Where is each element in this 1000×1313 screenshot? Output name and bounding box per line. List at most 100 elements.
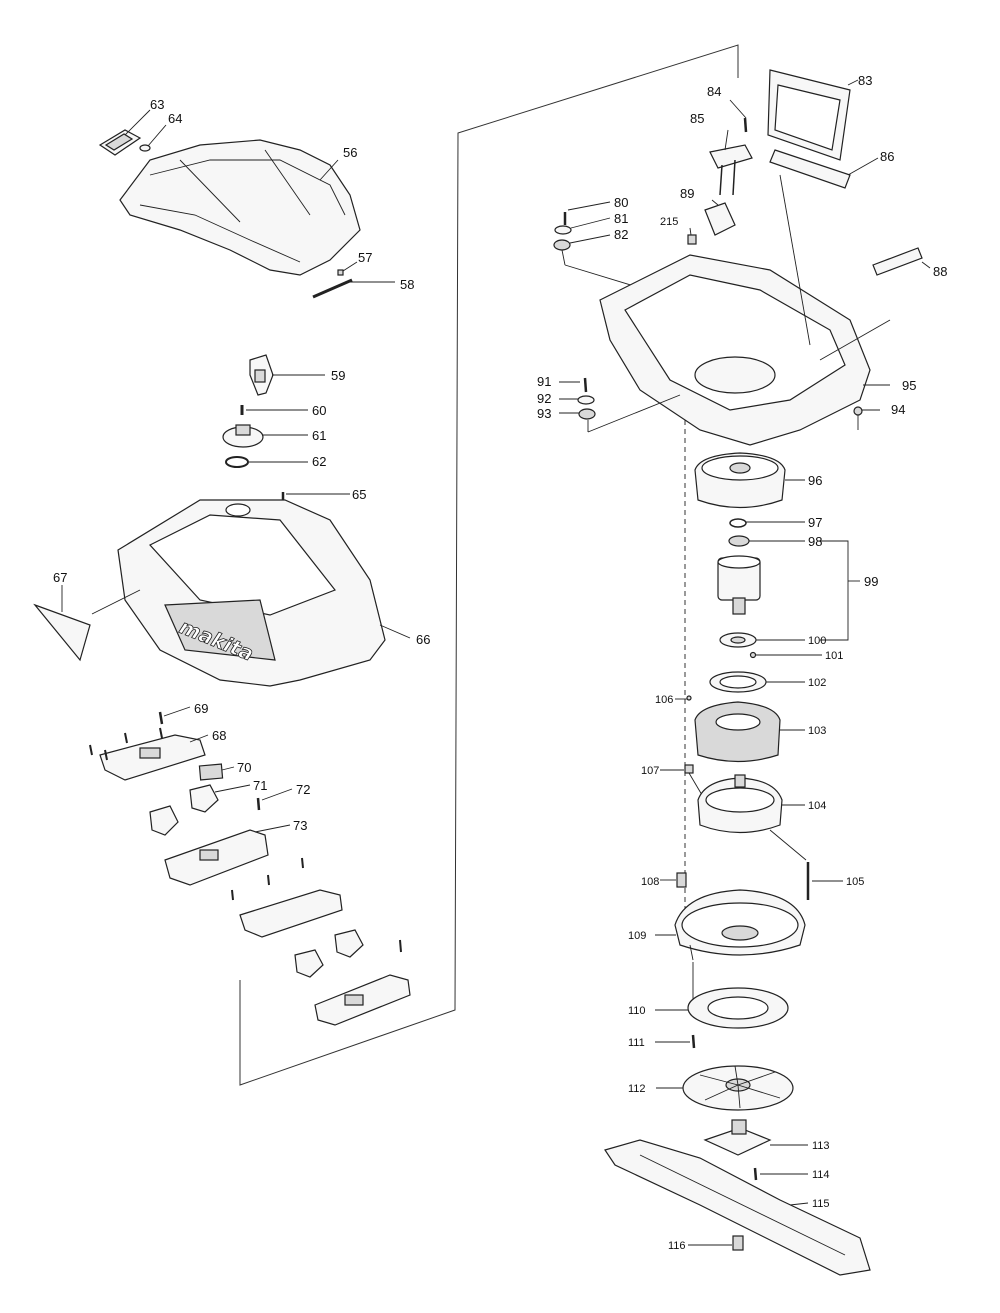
callout-91: 91 — [537, 374, 551, 389]
callout-112: 112 — [628, 1083, 646, 1095]
callout-106: 106 — [655, 694, 673, 706]
callout-97: 97 — [808, 515, 822, 530]
part-113-blade-holder — [703, 1119, 808, 1156]
callout-72: 72 — [296, 782, 310, 797]
part-86-foam-strip — [769, 149, 879, 189]
callout-67: 67 — [53, 570, 67, 585]
callout-85: 85 — [690, 111, 704, 126]
part-96-motor-cover — [694, 452, 805, 509]
callout-116: 116 — [668, 1240, 686, 1252]
part-67-sticker — [33, 585, 141, 662]
part-91-screw — [559, 377, 588, 393]
part-102-sensor-ring — [709, 671, 805, 693]
callout-89: 89 — [680, 186, 694, 201]
callout-86: 86 — [880, 149, 894, 164]
callout-100: 100 — [808, 635, 826, 647]
part-109-motor-mount — [655, 889, 806, 1010]
callout-103: 103 — [808, 725, 826, 737]
callout-56: 56 — [343, 145, 357, 160]
callout-111: 111 — [628, 1037, 645, 1049]
part-110-spacer-ring — [655, 987, 789, 1029]
part-70-pad — [198, 763, 235, 781]
part-83-controller-board — [767, 69, 859, 161]
callout-labels: 56 57 58 59 60 61 62 63 64 65 66 67 68 6… — [53, 73, 947, 1252]
callout-88: 88 — [933, 264, 947, 279]
callout-68: 68 — [212, 728, 226, 743]
callout-98: 98 — [808, 534, 822, 549]
callout-81: 81 — [614, 211, 628, 226]
part-104-motor-housing — [697, 774, 805, 834]
callout-102: 102 — [808, 677, 826, 689]
part-57-pin — [337, 261, 358, 276]
part-81-washer — [554, 217, 611, 235]
part-105-long-screw — [769, 829, 843, 900]
callout-105: 105 — [846, 876, 864, 888]
battery-terminals-lower — [294, 929, 402, 978]
callout-73: 73 — [293, 818, 307, 833]
part-68-battery-holder-upper — [89, 727, 209, 781]
callout-62: 62 — [312, 454, 326, 469]
callout-61: 61 — [312, 428, 326, 443]
callout-107: 107 — [641, 765, 659, 777]
callout-99: 99 — [864, 574, 878, 589]
part-112-fan — [656, 1065, 794, 1111]
part-71b-terminal — [149, 805, 179, 836]
part-107-screw — [660, 764, 703, 796]
part-64-knob — [139, 124, 167, 152]
callout-84: 84 — [707, 84, 721, 99]
callout-71: 71 — [253, 778, 267, 793]
callout-93: 93 — [537, 406, 551, 421]
part-111-screw — [655, 1034, 696, 1049]
part-62-o-ring — [225, 456, 308, 468]
callout-104: 104 — [808, 800, 826, 812]
part-108-screw — [660, 872, 687, 888]
part-58-rod — [312, 278, 395, 299]
callout-113: 113 — [812, 1140, 830, 1152]
part-80-screw — [563, 201, 611, 225]
callout-60: 60 — [312, 403, 326, 418]
part-115-blade — [604, 1139, 871, 1276]
part-69-screw — [158, 706, 191, 725]
callout-65: 65 — [352, 487, 366, 502]
assembly-frame-lines — [239, 44, 739, 1086]
part-93-bushing — [559, 394, 681, 433]
part-59-key — [249, 354, 325, 396]
callout-63: 63 — [150, 97, 164, 112]
part-98-bearing — [728, 535, 805, 547]
callout-115: 115 — [812, 1198, 830, 1210]
callout-64: 64 — [168, 111, 182, 126]
part-106-small-part — [675, 695, 692, 701]
callout-108: 108 — [641, 876, 659, 888]
part-103-stator — [694, 701, 805, 763]
part-100-bearing — [719, 632, 805, 648]
callout-215: 215 — [660, 216, 678, 228]
callout-110: 110 — [628, 1005, 646, 1017]
part-85-sensor-switch — [709, 129, 753, 196]
callout-58: 58 — [400, 277, 414, 292]
callout-59: 59 — [331, 368, 345, 383]
part-84-screw — [729, 99, 748, 133]
part-88-foam-strip — [872, 247, 931, 276]
callout-109: 109 — [628, 930, 646, 942]
callout-95: 95 — [902, 378, 916, 393]
part-71-terminal — [189, 784, 251, 813]
callout-101: 101 — [825, 650, 843, 662]
callout-82: 82 — [614, 227, 628, 242]
part-99-rotor — [717, 540, 860, 641]
part-63-cover-plate — [98, 109, 151, 156]
callout-114: 114 — [812, 1169, 830, 1181]
part-72-screw — [256, 788, 293, 811]
battery-holder-lower-a — [231, 857, 343, 938]
battery-holder-lower-b — [314, 974, 411, 1026]
part-215-cap — [687, 227, 697, 245]
callout-66: 66 — [416, 632, 430, 647]
callout-57: 57 — [358, 250, 372, 265]
part-114-screw — [753, 1167, 808, 1181]
part-94-screw — [853, 406, 880, 430]
callout-70: 70 — [237, 760, 251, 775]
callout-83: 83 — [858, 73, 872, 88]
part-97-washer — [729, 518, 805, 528]
callout-92: 92 — [537, 391, 551, 406]
part-92-washer — [559, 395, 595, 405]
